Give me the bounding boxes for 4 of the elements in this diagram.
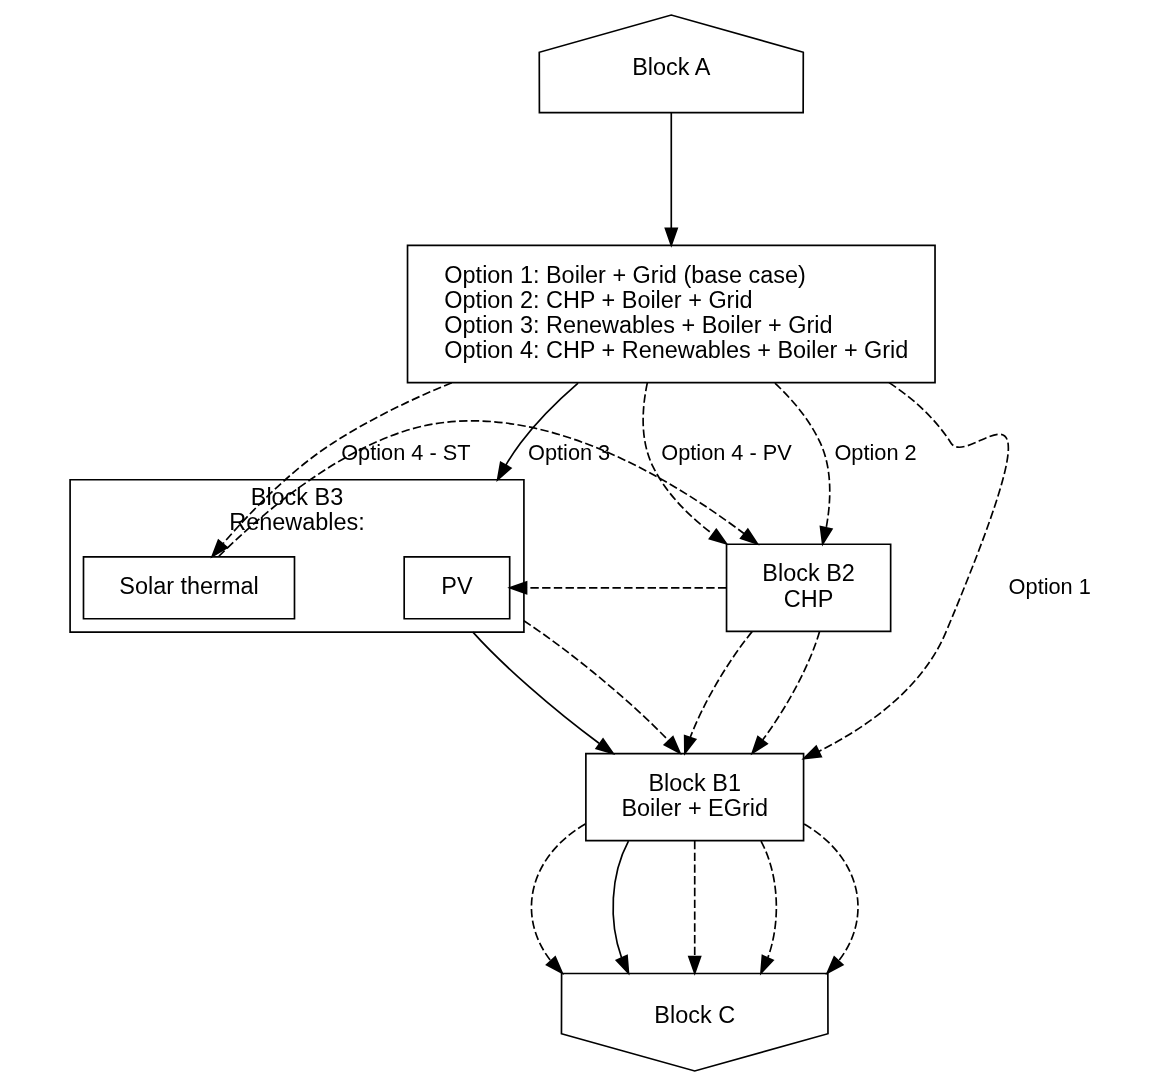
- edge-label: Option 1: [1008, 573, 1091, 599]
- edge-label: Option 4 - PV: [660, 440, 792, 466]
- edge-label: Option 4 - ST: [340, 440, 471, 466]
- edge-label: Option 2: [833, 440, 917, 466]
